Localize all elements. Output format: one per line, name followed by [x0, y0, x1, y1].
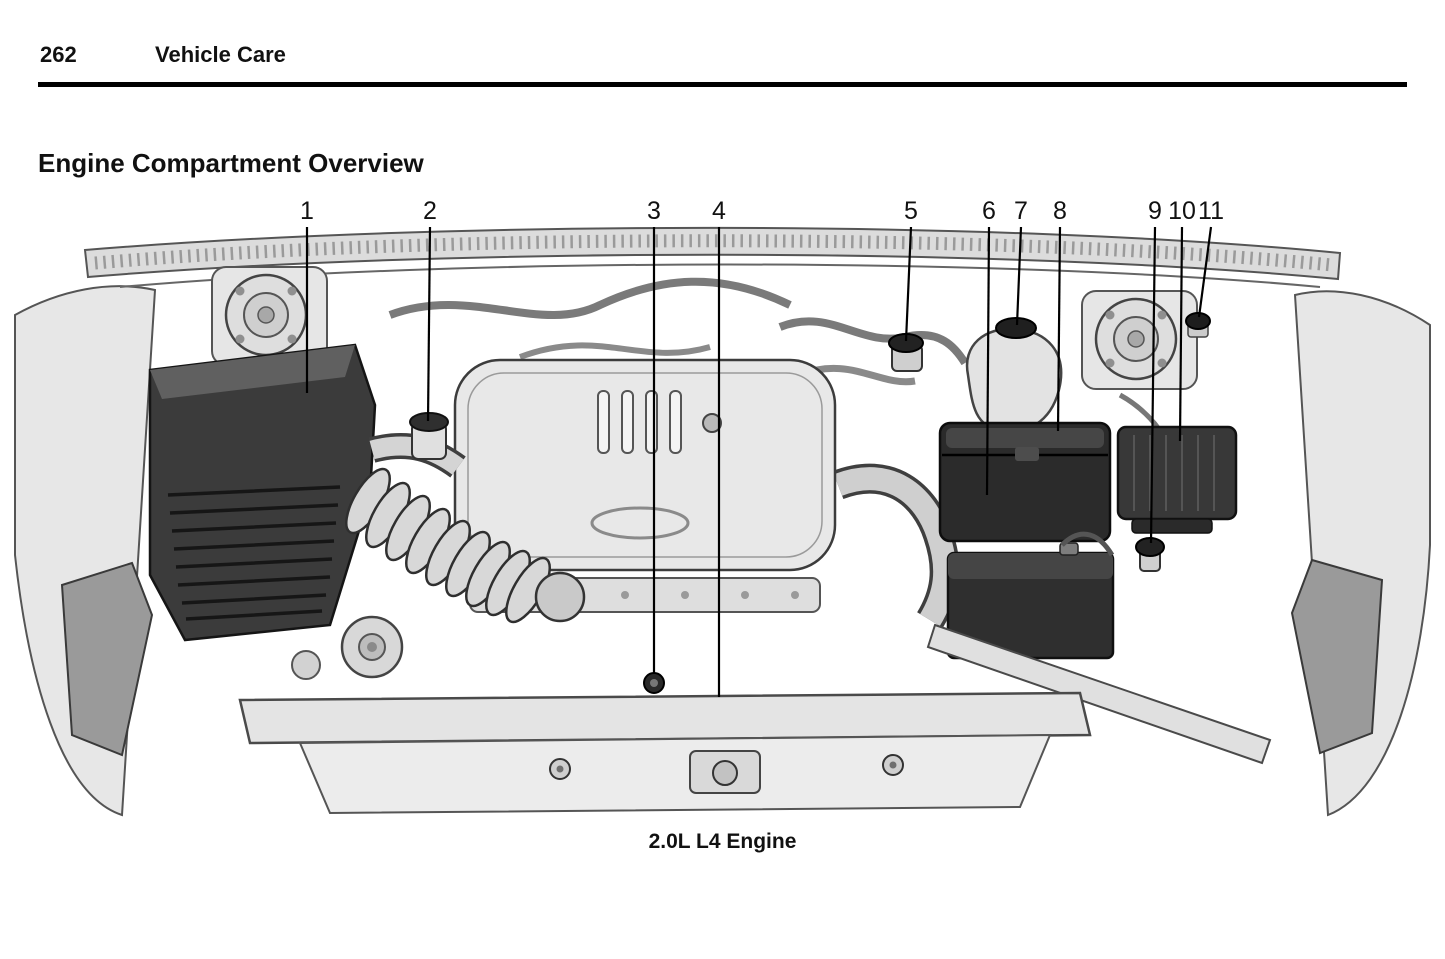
- section-title: Engine Compartment Overview: [38, 148, 424, 178]
- leader-line-2: [426, 226, 432, 422]
- callout-label-3: 3: [647, 197, 661, 225]
- leader-line-6: [985, 226, 991, 496]
- radiator-hose: [832, 463, 960, 628]
- callout-label-2: 2: [423, 197, 437, 225]
- engine-compartment-illustration: 1 2 3 4 5 6 7 8 9 10 11: [14, 197, 1431, 817]
- engine-oil-fill-cap: [409, 412, 449, 460]
- coolant-reservoir: [965, 317, 1063, 433]
- callout-label-8: 8: [1053, 197, 1067, 225]
- leader-line-7: [1015, 226, 1023, 326]
- drive-belt-pulley: [291, 615, 404, 680]
- electronics-module: [1116, 425, 1238, 534]
- fuse-block: [938, 421, 1112, 543]
- callout-labels: 1 2 3 4 5 6 7 8 9 10 11: [300, 197, 1224, 225]
- callout-label-11: 11: [1198, 197, 1224, 225]
- air-cleaner-assembly: [148, 343, 377, 642]
- header-rule: [38, 82, 1407, 87]
- leader-lines: [305, 226, 1213, 697]
- washer-fluid-cap: [888, 333, 924, 372]
- leader-line-9: [1149, 226, 1157, 544]
- car-body: [14, 285, 1431, 817]
- callout-label-1: 1: [300, 197, 314, 225]
- front-crossmember: [238, 691, 1092, 815]
- callout-label-5: 5: [904, 197, 918, 225]
- callout-label-6: 6: [982, 197, 996, 225]
- air-intake-duct: [345, 467, 586, 624]
- page-number: 262: [40, 42, 77, 67]
- engine-cover: [453, 358, 837, 572]
- chassis-brace: [926, 623, 1272, 765]
- coolant-reservoir-cap: [995, 317, 1037, 339]
- figure-caption: 2.0L L4 Engine: [648, 830, 797, 853]
- strut-tower-right: [1081, 290, 1198, 390]
- engine-compartment-figure: 1 2 3 4 5 6 7 8 9 10 11: [0, 195, 1445, 825]
- oil-drain-grommet: [643, 672, 665, 694]
- leader-line-5: [904, 226, 913, 342]
- running-header: 262 Vehicle Care: [40, 42, 286, 68]
- leader-line-11: [1197, 226, 1213, 318]
- callout-label-9: 9: [1148, 197, 1162, 225]
- positive-terminal-cap: [1185, 312, 1211, 338]
- leader-line-8: [1056, 226, 1062, 432]
- callout-label-4: 4: [712, 197, 726, 225]
- callout-label-7: 7: [1014, 197, 1028, 225]
- header-title: Vehicle Care: [155, 42, 286, 67]
- leader-line-10: [1178, 226, 1184, 442]
- callout-label-10: 10: [1168, 197, 1196, 225]
- strut-tower-left: [211, 266, 328, 366]
